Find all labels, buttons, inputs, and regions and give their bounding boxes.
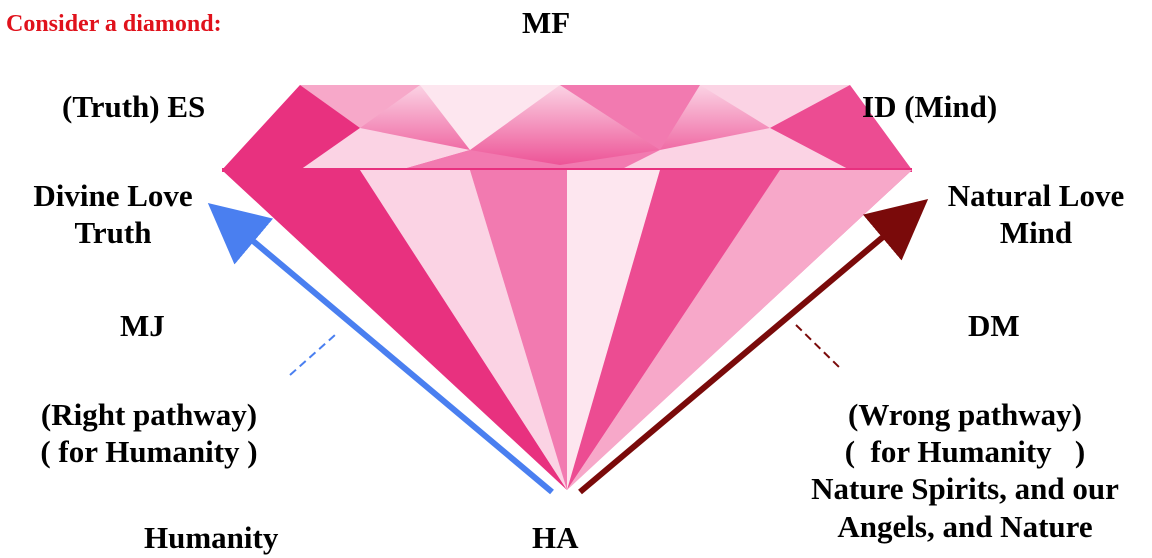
divine-love-line-1: Divine Love xyxy=(33,178,193,213)
natural-love-line-1: Natural Love xyxy=(947,178,1125,213)
label-natural-love: Natural Love Mind xyxy=(920,177,1152,251)
label-dm: DM xyxy=(968,308,1020,343)
label-wrong-pathway: (Wrong pathway) ( for Humanity ) Nature … xyxy=(790,396,1140,545)
natural-love-line-2: Mind xyxy=(999,215,1073,251)
label-divine-love: Divine Love Truth xyxy=(6,177,220,251)
label-mj: MJ xyxy=(120,308,165,343)
right-pathway-arrow xyxy=(207,202,554,495)
label-right-pathway: (Right pathway) ( for Humanity ) xyxy=(6,396,292,470)
wrong-pathway-line-3: Nature Spirits, and our xyxy=(811,471,1119,507)
label-mf: MF xyxy=(522,5,571,40)
label-truth-es: (Truth) ES xyxy=(62,89,206,124)
heading: Consider a diamond: xyxy=(6,11,222,37)
label-id-mind: ID (Mind) xyxy=(862,89,998,124)
pink-diamond-icon xyxy=(222,85,912,490)
label-humanity: Humanity xyxy=(144,520,279,555)
wrong-pathway-line-2: ( for Humanity ) xyxy=(844,434,1086,470)
wrong-pathway-arrow xyxy=(578,198,929,495)
right-pathway-line-1: (Right pathway) xyxy=(40,397,258,432)
right-pathway-line-2: ( for Humanity ) xyxy=(40,434,258,470)
wrong-pathway-line-1: (Wrong pathway) xyxy=(848,397,1082,432)
divine-love-line-2: Truth xyxy=(74,215,152,251)
wrong-pathway-line-4: Angels, and Nature xyxy=(837,508,1093,544)
right-pathway-connector xyxy=(289,334,336,376)
wrong-pathway-connector xyxy=(795,324,841,369)
label-ha: HA xyxy=(532,520,579,555)
